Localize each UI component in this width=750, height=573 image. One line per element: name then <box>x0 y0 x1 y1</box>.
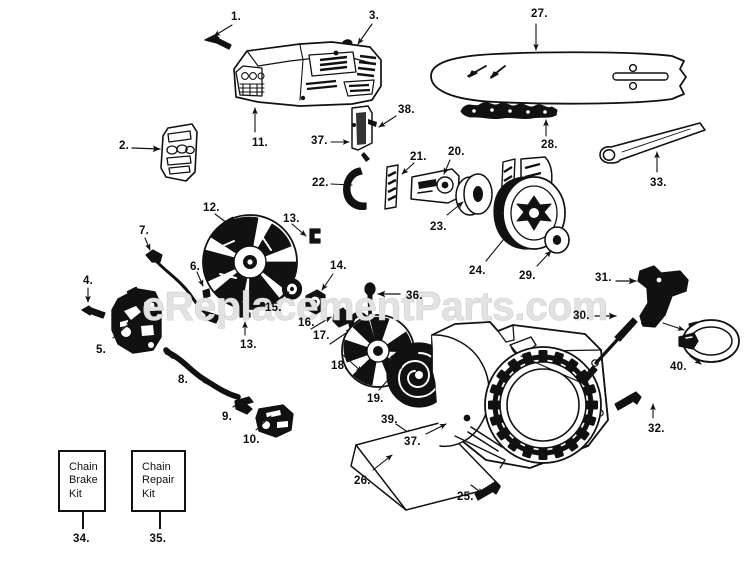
part-pin-36 <box>364 282 376 319</box>
callout-gasket-plate: 26. <box>354 475 371 487</box>
part-gasket-26 <box>350 422 501 511</box>
part-ring-40 <box>678 319 740 363</box>
part-flywheel-12 <box>202 214 298 310</box>
callout-washer-clutch-inner: 17. <box>313 330 330 342</box>
callout-nut-flywheel: 16. <box>298 317 315 329</box>
part-spacer-14 <box>305 289 326 315</box>
part-screw-32 <box>614 391 642 411</box>
chain-repair-kit-leader-line <box>158 512 161 529</box>
callout-guide-bar: 27. <box>531 8 548 20</box>
callout-starter-handle: 31. <box>595 272 612 284</box>
callout-screw-brake-plate: 38. <box>398 104 415 116</box>
part-washer-29 <box>544 226 570 254</box>
part-washer-15 <box>281 278 303 300</box>
part-rope-30 <box>520 317 638 386</box>
callout-throttle-rod: 3. <box>369 10 379 22</box>
part-housing-37 <box>431 321 609 469</box>
chain-repair-kit-box: Chain Repair Kit <box>131 450 186 512</box>
part-washer-23 <box>455 173 493 216</box>
callout-recoil-spring: 19. <box>367 393 384 405</box>
chain-repair-kit-callout: 35. <box>149 533 167 545</box>
part-pad-2 <box>160 123 198 182</box>
callout-wrench-tool: 33. <box>650 177 667 189</box>
callout-retaining-clip-upper: 13. <box>283 213 300 225</box>
part-chain-28 <box>460 101 558 120</box>
part-grommet-10 <box>255 404 294 438</box>
part-carburetor-5 <box>111 286 162 354</box>
part-clip-13-upper <box>309 228 321 244</box>
part-key-6 <box>202 288 211 299</box>
callout-starter-rope: 30. <box>573 310 590 322</box>
chain-brake-kit-label: Chain Brake Kit <box>69 460 98 500</box>
callout-brake-lever-plate: 37. <box>311 135 328 147</box>
callout-retaining-clip-lower: 13. <box>240 339 257 351</box>
callout-top-handle-cover: 11. <box>252 137 268 149</box>
callout-starter-pulley: 18. <box>331 360 348 372</box>
part-bracket-20 <box>410 168 460 204</box>
part-screw-4 <box>81 305 106 319</box>
part-screw-25 <box>474 481 501 501</box>
chain-brake-kit-leader-line <box>82 512 84 529</box>
callout-screw-starter: 25. <box>457 491 474 503</box>
callout-brake-band: 22. <box>312 177 329 189</box>
callout-clutch-drum: 24. <box>469 265 486 277</box>
callout-starter-rope-ring: 40. <box>670 361 687 373</box>
callout-handle-grip-pad: 2. <box>119 140 129 152</box>
part-ignitionwire-7 <box>145 249 220 324</box>
callout-washer-flywheel: 15. <box>265 302 282 314</box>
callout-screw-top-handle: 1. <box>231 11 241 23</box>
callout-ignition-wire: 7. <box>139 225 149 237</box>
callout-screw-starter-handle: 41. <box>641 317 658 329</box>
part-handle-31 <box>637 265 689 328</box>
callout-starter-housing: 37. <box>404 436 421 448</box>
callout-fuel-line: 8. <box>178 374 188 386</box>
callout-clutch-linkage-bracket: 20. <box>448 146 465 158</box>
chain-brake-kit-box: Chain Brake Kit <box>58 450 106 512</box>
part-wrench-33 <box>599 122 706 164</box>
callout-carburetor: 5. <box>96 344 106 356</box>
callout-clutch-pin: 36. <box>406 290 423 302</box>
callout-fuel-filter-clip: 9. <box>222 411 232 423</box>
part-guidebar-27 <box>430 51 687 105</box>
chain-brake-kit-callout: 34. <box>73 533 90 545</box>
callout-clutch-spacer: 14. <box>330 260 347 272</box>
callout-screw-carburetor: 4. <box>83 275 93 287</box>
part-brakeplate-37 <box>351 105 377 162</box>
callout-saw-chain: 28. <box>541 139 558 151</box>
callout-woodruff-key: 6. <box>190 261 200 273</box>
part-clip-13-lower <box>239 302 251 318</box>
part-cover-11 <box>233 41 382 107</box>
callout-brake-band-strap: 21. <box>410 151 427 163</box>
callout-fuel-tank-grommet: 10. <box>243 434 260 446</box>
part-fuelline-8 <box>163 347 241 400</box>
callout-screw-cover-rear: 32. <box>648 423 665 435</box>
part-screw-1 <box>204 34 232 50</box>
callout-washer-clutch: 23. <box>430 221 447 233</box>
callout-washer-small: 29. <box>519 270 536 282</box>
part-brakeband-22 <box>343 167 368 210</box>
callout-screw-housing: 39. <box>381 414 398 426</box>
part-strap-21 <box>384 164 399 210</box>
callout-flywheel: 12. <box>203 202 220 214</box>
chain-repair-kit-label: Chain Repair Kit <box>142 460 175 500</box>
